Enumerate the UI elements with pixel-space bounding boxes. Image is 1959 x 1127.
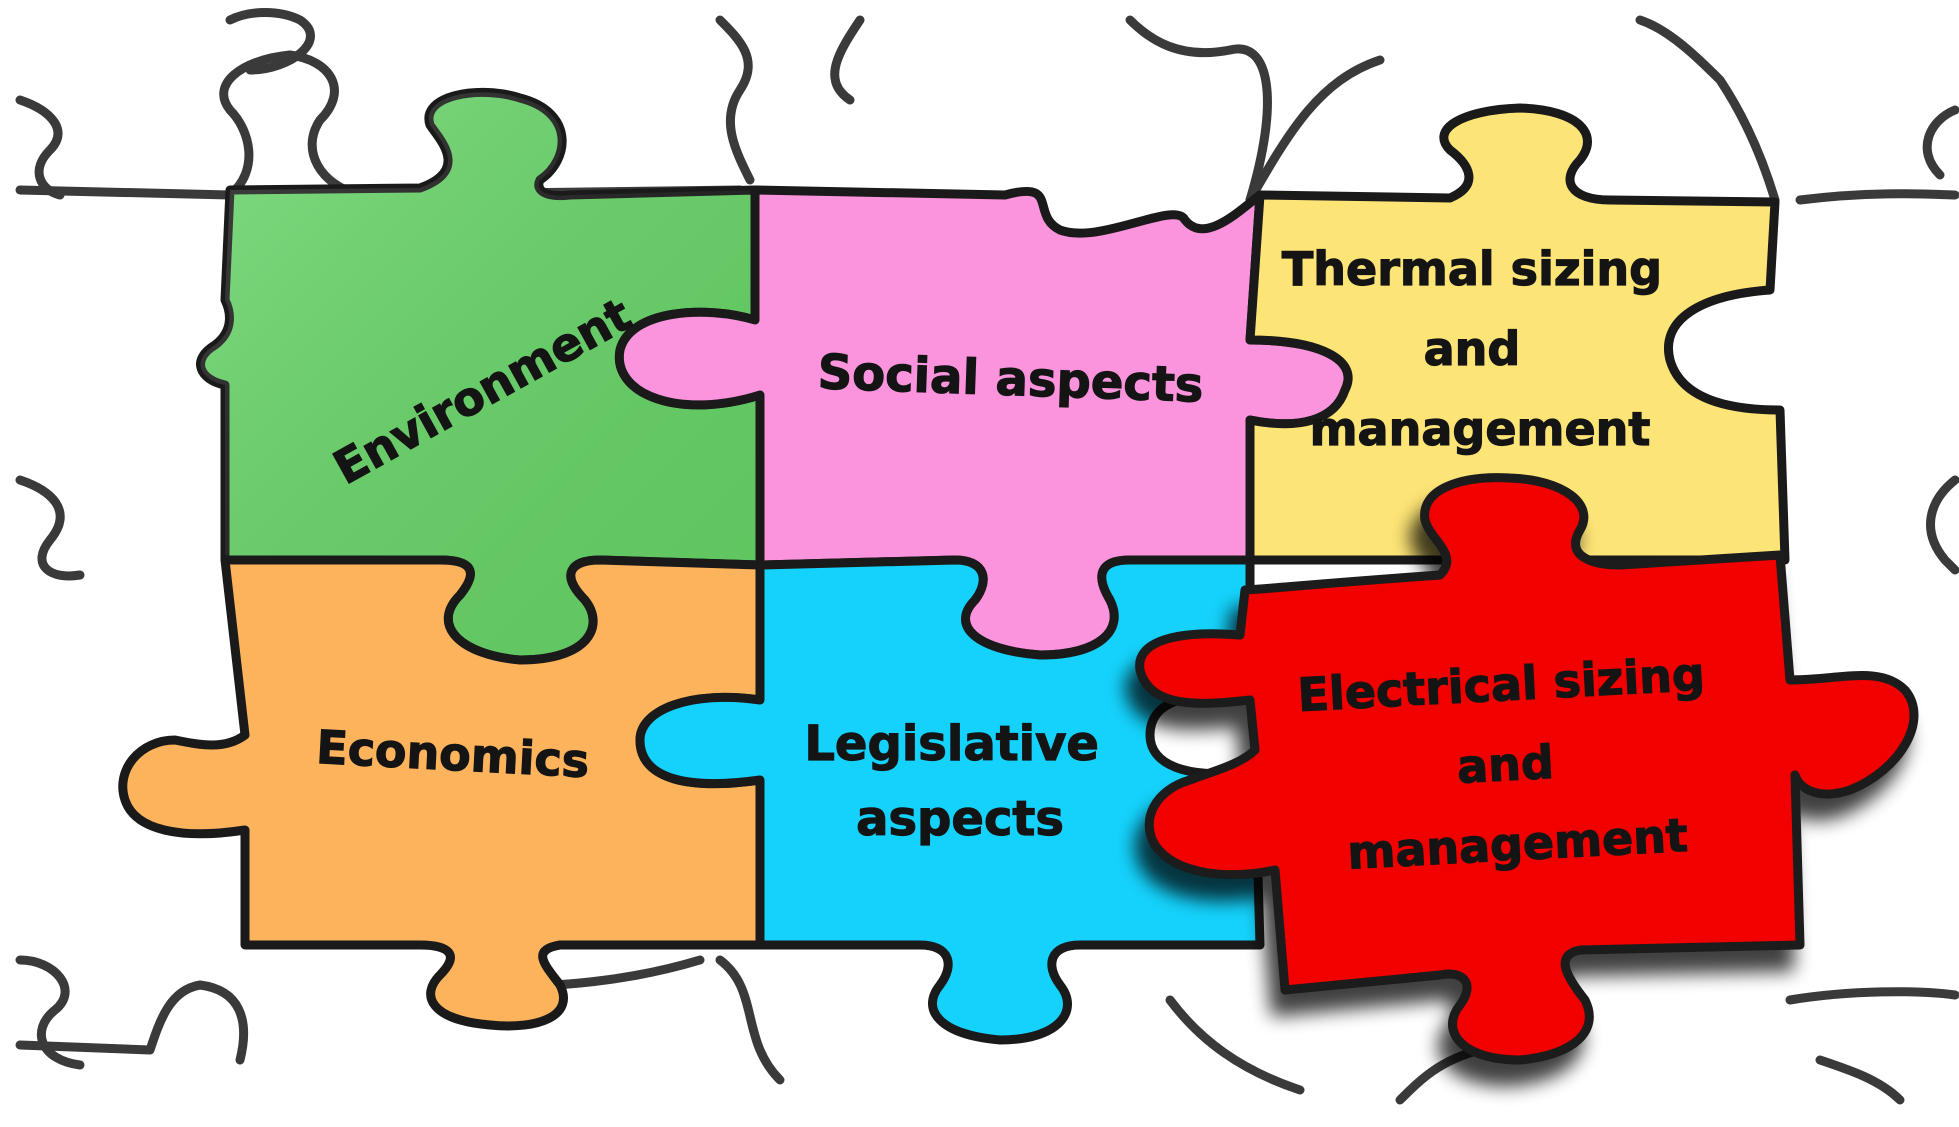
- bg-col-line-2: [715, 15, 865, 185]
- piece-shape-legislative: [635, 555, 1265, 1045]
- background-puzzle-outline: [15, 8, 1959, 1105]
- bg-left-tab-mid: [15, 475, 85, 581]
- bg-left-tab-bottom: [15, 955, 85, 1070]
- puzzle-piece-environment: [196, 88, 765, 665]
- puzzle-piece-electrical: [1135, 473, 1919, 1065]
- label-thermal: Thermal sizing and management: [1282, 242, 1678, 456]
- bg-col-line-1: [225, 8, 315, 75]
- bg-row-line-top: [15, 50, 745, 200]
- piece-shape-thermal: [1245, 103, 1790, 565]
- puzzle-piece-thermal: [1245, 103, 1790, 565]
- label-legislative: Legislative aspects: [804, 716, 1115, 847]
- bg-col-line-4: [1635, 15, 1780, 205]
- bg-bottom-line-mid: [1165, 995, 1485, 1105]
- puzzle-piece-legislative: [635, 555, 1265, 1045]
- puzzle-piece-economics: [118, 555, 765, 1031]
- piece-shape-electrical: [1135, 473, 1919, 1065]
- bg-right-edge-bottom: [1785, 987, 1959, 1105]
- piece-shape-economics: [118, 555, 765, 1031]
- bg-col-line-3: [1125, 15, 1272, 205]
- bg-right-tab-top: [1922, 105, 1959, 180]
- bg-right-tab-mid: [1926, 475, 1959, 575]
- bg-row-line-bottom: [15, 955, 785, 1085]
- bg-row-line-top-right: [1245, 55, 1959, 205]
- bg-left-tab-top: [15, 95, 65, 200]
